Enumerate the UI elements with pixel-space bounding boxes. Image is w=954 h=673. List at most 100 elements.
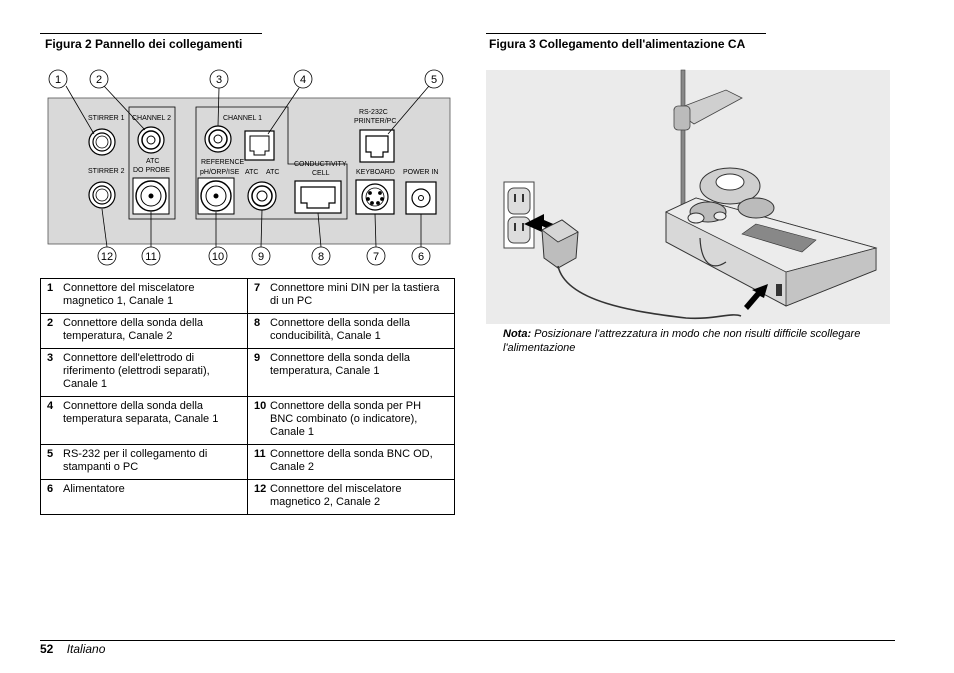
label-cell: CELL	[312, 170, 330, 177]
fig3-title-rule	[486, 33, 766, 34]
note-label: Nota:	[503, 328, 532, 340]
label-stirrer1: STIRRER 1	[88, 115, 125, 122]
legend-number: 8	[254, 317, 261, 329]
footer-rule	[40, 640, 895, 641]
note-text: Posizionare l'attrezzatura in modo che n…	[503, 328, 861, 354]
legend-cell: 3 Connettore dell'elettrodo di riferiment…	[40, 348, 248, 397]
callout-11-label: 11	[145, 251, 156, 263]
power-adapter	[541, 219, 579, 269]
legend-number: 7	[254, 282, 261, 294]
callout-8: 8	[311, 246, 331, 266]
label-channel1: CHANNEL 1	[223, 115, 262, 122]
callout-9: 9	[251, 246, 271, 266]
legend-description: Alimentatore	[63, 483, 125, 495]
connector-stirrer2	[88, 181, 116, 209]
callout-7: 7	[366, 246, 386, 266]
table-row: 2 Connettore della sonda della temperatur…	[40, 313, 455, 349]
legend-description: Connettore del miscelatore magnetico 2, …	[270, 483, 402, 508]
callout-4-label: 4	[300, 74, 306, 86]
connector-ph-bnc	[197, 177, 235, 215]
probe-cable	[699, 237, 727, 267]
callout-5: 5	[424, 69, 444, 89]
callout-1: 1	[48, 69, 68, 89]
callout-10-label: 10	[212, 251, 224, 263]
callout-6: 6	[411, 246, 431, 266]
footer-language: Italiano	[66, 642, 106, 656]
figure2-title: Figura 2 Pannello dei collegamenti	[45, 37, 243, 51]
label-rs232c: RS-232C	[359, 109, 388, 116]
connector-channel1-atc-sep	[244, 130, 275, 161]
legend-description: Connettore dell'elettrodo di riferimento…	[63, 352, 210, 390]
callout-12-label: 12	[101, 251, 113, 263]
legend-cell: 2 Connettore della sonda della temperatur…	[40, 313, 248, 349]
legend-description: Connettore della sonda della temperatura…	[63, 400, 219, 425]
callout-11: 11	[141, 246, 161, 266]
page-footer: 52 Italiano	[40, 642, 105, 656]
callout-12: 12	[97, 246, 117, 266]
label-atc-b: ATC	[266, 169, 279, 176]
callout-7-label: 7	[373, 251, 379, 263]
wall-outlet	[503, 181, 535, 249]
label-do-probe: DO PROBE	[133, 167, 170, 174]
legend-description: Connettore della sonda per PH BNC combin…	[270, 400, 422, 438]
legend-cell: 1 Connettore del miscelatore magnetico 1,…	[40, 278, 248, 314]
callout-2: 2	[89, 69, 109, 89]
label-power-in: POWER IN	[403, 169, 438, 176]
callout-9-label: 9	[258, 251, 264, 263]
connector-legend-table: 1 Connettore del miscelatore magnetico 1,…	[40, 278, 455, 515]
figure3-title: Figura 3 Collegamento dell'alimentazione…	[489, 37, 746, 51]
callout-3: 3	[209, 69, 229, 89]
label-reference: REFERENCE	[201, 159, 245, 166]
callout-10: 10	[208, 246, 228, 266]
legend-cell: 11 Connettore della sonda BNC OD, Canale …	[247, 444, 455, 480]
legend-number: 1	[47, 282, 54, 294]
table-row: 4 Connettore della sonda della temperatur…	[40, 396, 455, 445]
connection-panel-diagram: STIRRER 1 STIRRER 2 CHANNEL 2 ATC DO PRO…	[47, 69, 451, 266]
panel-background	[47, 97, 451, 245]
legend-number: 10	[254, 400, 267, 412]
label-channel2: CHANNEL 2	[132, 115, 171, 122]
table-row: 3 Connettore dell'elettrodo di riferiment…	[40, 348, 455, 397]
label-atc-a: ATC	[245, 169, 258, 176]
label-printer-pc: PRINTER/PC	[354, 118, 396, 125]
channel2-frame	[128, 106, 176, 220]
legend-cell: 7 Connettore mini DIN per la tastiera di …	[247, 278, 455, 314]
connector-conductivity	[294, 180, 342, 214]
arrow-to-meter-icon	[744, 284, 768, 310]
callout-5-label: 5	[431, 74, 437, 86]
connector-reference	[204, 125, 232, 153]
connector-channel1-temp	[247, 181, 277, 211]
power-cable	[557, 265, 742, 320]
callout-6-label: 6	[418, 251, 424, 263]
legend-number: 11	[254, 448, 266, 460]
callout-4: 4	[293, 69, 313, 89]
page-number: 52	[40, 642, 54, 656]
callout-3-label: 3	[216, 74, 222, 86]
legend-description: Connettore della sonda BNC OD, Canale 2	[270, 448, 433, 473]
legend-description: Connettore del miscelatore magnetico 1, …	[63, 282, 195, 307]
callout-1-label: 1	[55, 74, 61, 86]
legend-description: Connettore della sonda della temperatura…	[63, 317, 204, 342]
callout-2-label: 2	[96, 74, 102, 86]
legend-number: 9	[254, 352, 261, 364]
legend-number: 3	[47, 352, 54, 364]
label-atc-do: ATC	[146, 158, 159, 165]
label-conductivity: CONDUCTIVITY	[294, 161, 347, 168]
table-row: 1 Connettore del miscelatore magnetico 1,…	[40, 278, 455, 314]
legend-description: Connettore mini DIN per la tastiera di u…	[270, 282, 440, 307]
label-stirrer2: STIRRER 2	[88, 168, 125, 175]
legend-cell: 4 Connettore della sonda della temperatur…	[40, 396, 248, 445]
electrode-holder-arm	[673, 89, 743, 131]
legend-number: 2	[47, 317, 54, 329]
connector-rs232	[359, 129, 395, 163]
legend-number: 4	[47, 400, 54, 412]
fig2-title-rule	[40, 33, 262, 34]
connector-stirrer1	[88, 128, 116, 156]
connector-channel2-temp	[137, 126, 165, 154]
legend-description: RS-232 per il collegamento di stampanti …	[63, 448, 208, 473]
